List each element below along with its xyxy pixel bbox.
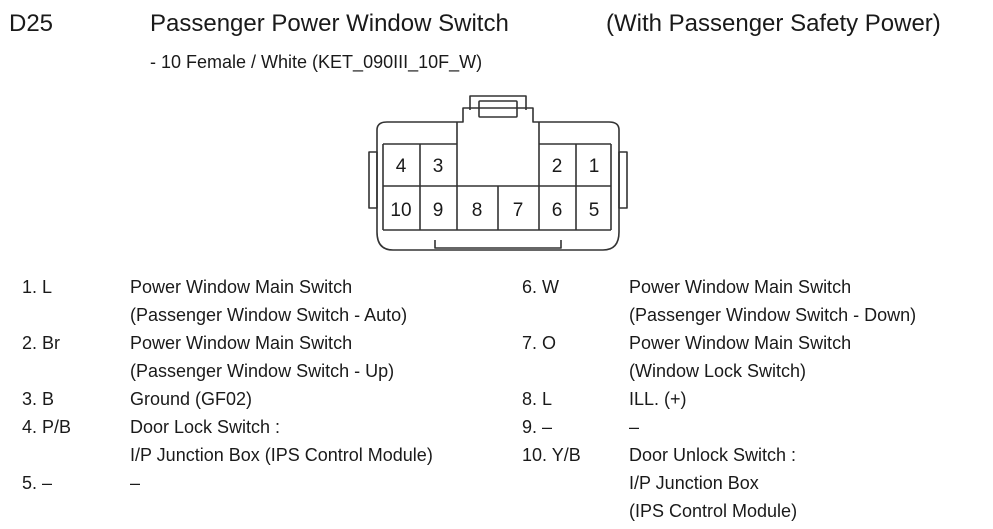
pin-description: Power Window Main Switch (Passenger Wind… xyxy=(629,277,917,325)
pin-description: Door Unlock Switch : I/P Junction Box (I… xyxy=(629,445,798,521)
pin-id: 5. – xyxy=(22,473,53,493)
pin-label-6: 6 xyxy=(552,200,563,221)
pin-id: 7. O xyxy=(522,333,557,353)
pin-label-8: 8 xyxy=(472,200,483,221)
pin-label-7: 7 xyxy=(513,200,524,221)
locking-tab xyxy=(469,95,527,110)
pin-id: 8. L xyxy=(522,389,553,409)
pin-description: ILL. (+) xyxy=(629,389,687,409)
side-rib-right xyxy=(618,151,628,209)
pin-label-4: 4 xyxy=(396,156,407,177)
pin-description: Power Window Main Switch (Window Lock Sw… xyxy=(629,333,852,381)
pin-id: 10. Y/B xyxy=(522,445,581,465)
pin-id: 3. B xyxy=(22,389,55,409)
pin-id: 2. Br xyxy=(22,333,61,353)
key-slot xyxy=(434,240,562,249)
latch-slot xyxy=(478,100,518,118)
connector-code: D25 xyxy=(9,10,54,37)
pin-description: Door Lock Switch : I/P Junction Box (IPS… xyxy=(130,417,433,465)
pin-label-10: 10 xyxy=(390,200,411,221)
connector-spec: - 10 Female / White (KET_090III_10F_W) xyxy=(150,52,483,72)
component-note: (With Passenger Safety Power) xyxy=(606,10,941,37)
pin-id: 6. W xyxy=(522,277,560,297)
pin-label-9: 9 xyxy=(433,200,444,221)
pin-id: 1. L xyxy=(22,277,53,297)
pin-description: Ground (GF02) xyxy=(130,389,253,409)
pin-label-1: 1 xyxy=(589,156,600,177)
pin-id: 9. – xyxy=(522,417,553,437)
pin-description: Power Window Main Switch (Passenger Wind… xyxy=(130,333,395,381)
side-rib-left xyxy=(368,151,378,209)
pin-label-2: 2 xyxy=(552,156,563,177)
pin-label-3: 3 xyxy=(433,156,444,177)
pin-description: – xyxy=(130,473,141,493)
pin-label-5: 5 xyxy=(589,200,600,221)
connector-housing xyxy=(376,107,620,251)
pin-description: Power Window Main Switch (Passenger Wind… xyxy=(130,277,408,325)
component-title: Passenger Power Window Switch xyxy=(150,10,509,37)
pin-id: 4. P/B xyxy=(22,417,72,437)
connector-face-diagram: 4 3 2 1 10 9 8 7 6 5 xyxy=(368,95,628,251)
pin-description: – xyxy=(629,417,640,437)
